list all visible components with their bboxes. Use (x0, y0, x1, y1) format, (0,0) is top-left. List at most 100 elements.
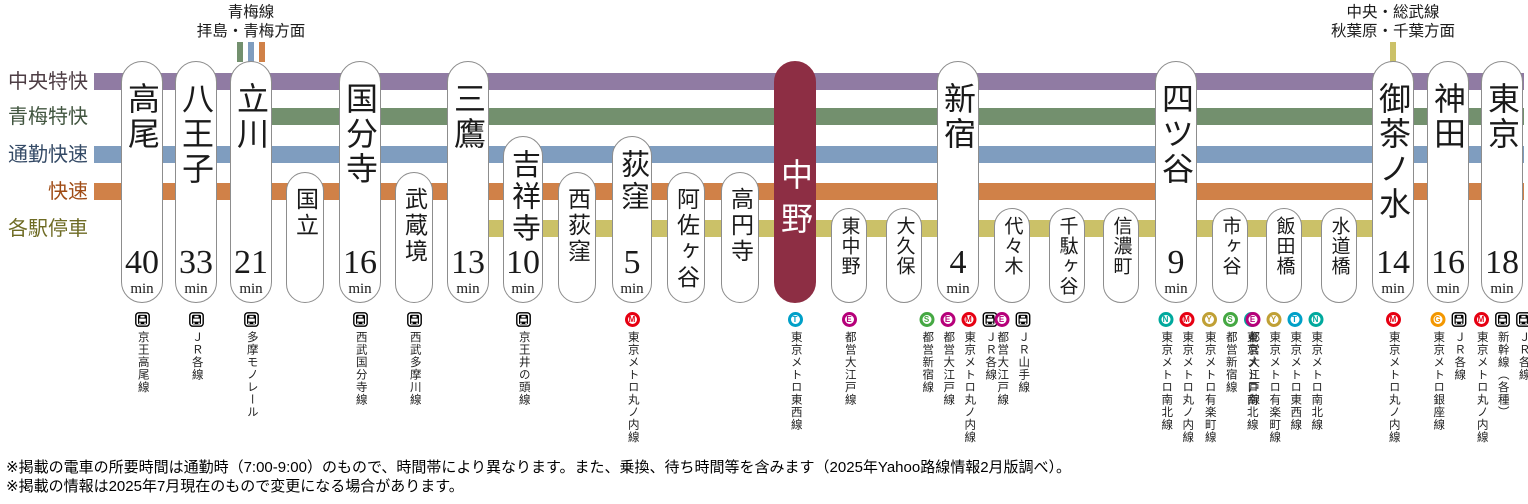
station-name: 西荻窪 (564, 187, 590, 265)
station-minutes-value: 4 (949, 244, 967, 281)
station-name: 代々木 (1001, 216, 1023, 276)
station-name: 四ツ谷 (1158, 82, 1194, 187)
transfer-column: N 東京メトロ南北線 (1308, 312, 1324, 431)
train-icon (188, 312, 204, 327)
station-pill-3: 国立 (286, 172, 324, 303)
metro-line-icon: S (1222, 312, 1238, 327)
transfer-group: Y東京メトロ有楽町線S都営新宿線N東京メトロ南北線 (1201, 312, 1259, 444)
metro-line-icon: Y (1266, 312, 1281, 327)
transfer-group: 京王高尾線 (134, 312, 150, 394)
train-icon (515, 312, 531, 327)
station-pill-24: 神田 (1427, 61, 1469, 303)
station-minutes-value: 16 (1431, 244, 1465, 281)
transfer-line-label: ＪＲ各線 (1517, 331, 1528, 381)
branch-stub (237, 42, 243, 62)
station-pill-20: 市ヶ谷 (1212, 208, 1248, 303)
station-name: 神田 (1430, 82, 1466, 152)
station-minutes-unit: min (239, 281, 263, 297)
branch-direction-text: 拝島・青梅方面 (196, 23, 306, 40)
service-label-tsukin-kaisoku: 通勤快速 (8, 143, 88, 166)
station-minutes-value: 21 (234, 244, 268, 281)
station-minutes-unit: min (1164, 281, 1188, 297)
station-pill-12: 中野 (774, 61, 816, 303)
station-minutes-unit: min (1436, 281, 1460, 297)
metro-line-icon: E (841, 312, 857, 327)
transfer-group: E 都営大江戸線 (841, 312, 857, 406)
branch-stub (259, 42, 265, 62)
transfer-column: ＪＲ各線 (1515, 312, 1528, 381)
transfer-line-label: 東京メトロ銀座線 (1432, 331, 1445, 431)
station-name: 国分寺 (342, 82, 378, 187)
station-pill-4: 国分寺 (339, 61, 381, 303)
station-pill-10: 阿佐ヶ谷 (667, 172, 705, 303)
station-minutes-unit: min (348, 281, 372, 297)
station-minutes-value: 33 (179, 244, 213, 281)
train-icon (406, 312, 422, 327)
station-name: 東京 (1484, 82, 1520, 152)
metro-line-icon: E (1245, 312, 1260, 327)
station-name: 御茶ノ水 (1375, 82, 1411, 222)
transfer-group: 西武国分寺線 (352, 312, 368, 406)
station-name: 大久保 (893, 216, 915, 276)
transfer-line-label: 都営大江戸線 (843, 331, 856, 406)
station-minutes-unit: min (184, 281, 208, 297)
branch-stub (248, 42, 254, 62)
station-minutes-unit: min (130, 281, 154, 297)
station-minutes-value: 13 (451, 244, 485, 281)
station-pill-15: 新宿 (937, 61, 979, 303)
train-icon (134, 312, 150, 327)
service-label-ome-tokkai: 青梅特快 (8, 105, 88, 128)
metro-line-icon: G (1430, 312, 1445, 327)
station-minutes-value: 10 (506, 244, 540, 281)
transfer-line-label: 東京メトロ南北線 (1310, 331, 1323, 431)
transfer-line-label: 東京メトロ丸ノ内線 (626, 331, 639, 444)
transfer-line-label: ＪＲ山手線 (1017, 331, 1030, 394)
station-name: 国立 (292, 187, 318, 239)
transfer-line-label: 東京メトロ東西線 (789, 331, 802, 431)
metro-line-icon: M (1385, 312, 1401, 327)
footnote-line-1: ※掲載の電車の所要時間は通勤時（7:00-9:00）のもので、時間帯により異なり… (6, 459, 1072, 476)
station-minutes-unit: min (1381, 281, 1405, 297)
metro-line-icon: N (1308, 312, 1323, 327)
station-name: 武蔵境 (401, 187, 427, 265)
train-icon (1515, 312, 1528, 327)
station-name: 高円寺 (727, 187, 753, 265)
station-pill-2: 立川 (230, 61, 272, 303)
metro-line-icon: E (940, 312, 955, 327)
transfer-column: E 都営大江戸線 (841, 312, 857, 406)
transfer-column: 西武多摩川線 (406, 312, 422, 406)
transfer-line-label: 都営新宿線 (921, 331, 934, 394)
transfer-group: 京王井の頭線 (515, 312, 531, 406)
transfer-line-label: 東京メトロ東西線 (1289, 331, 1302, 431)
station-pill-18: 信濃町 (1103, 208, 1139, 303)
station-pill-0: 高尾 (121, 61, 163, 303)
metro-line-icon: S (919, 312, 934, 327)
transfer-line-label: ＪＲ各線 (984, 331, 997, 381)
transfer-line-label: 東京メトロ南北線 (1245, 331, 1258, 431)
station-minutes-value: 18 (1485, 244, 1519, 281)
station-minutes-unit: min (1490, 281, 1514, 297)
transfer-line-label: 京王高尾線 (136, 331, 149, 394)
station-pill-8: 西荻窪 (558, 172, 596, 303)
service-label-kakueki: 各駅停車 (8, 217, 88, 240)
station-pill-17: 千駄ヶ谷 (1049, 208, 1085, 303)
station-minutes-value: 14 (1376, 244, 1410, 281)
metro-line-icon: M (961, 312, 976, 327)
train-icon (1015, 312, 1030, 327)
transfer-line-label: 東京メトロ有楽町線 (1268, 331, 1281, 444)
station-minutes-value: 16 (343, 244, 377, 281)
transfer-line-label: ＪＲ各線 (190, 331, 203, 381)
transfer-line-label: 都営大江戸線 (942, 331, 955, 406)
